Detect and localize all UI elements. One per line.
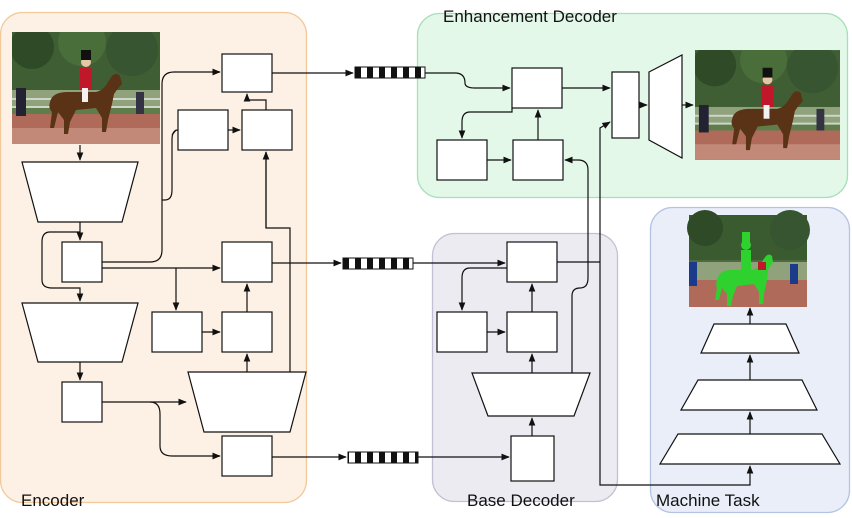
enhancement-concat-block: [611, 71, 640, 139]
enc-quant-hyper: [221, 435, 273, 477]
encoder-analysis-transform-1: [21, 161, 139, 223]
output-image: [695, 50, 840, 160]
enhancement-decoder-label: Enhancement Decoder: [443, 7, 617, 26]
encoder-analysis-transform-2: [21, 302, 139, 363]
enc-ctx-base-b: [221, 311, 273, 353]
connectors: [41, 68, 754, 486]
enc-ctx-enh-b: [241, 109, 293, 151]
enh-dec-c: [512, 139, 564, 181]
enc-latent-2: [61, 381, 103, 423]
enc-latent-1: [61, 241, 103, 283]
enh-dec-b: [436, 139, 488, 181]
enc-ctx-enh-a: [177, 109, 229, 151]
base-dec-c: [506, 311, 558, 353]
encoder-hyper-transform: [187, 371, 307, 433]
base-dec-d: [510, 435, 555, 482]
machine-task-label: Machine Task: [656, 491, 760, 510]
bitstream-base: [342, 257, 414, 270]
base-decoder-label: Base Decoder: [467, 491, 575, 510]
task-head-3: [658, 433, 842, 465]
enhancement-synthesis-transform: [648, 54, 683, 160]
task-head-1: [700, 323, 800, 354]
task-head-2: [679, 379, 818, 411]
segmentation-image: [687, 210, 810, 307]
encoder-label: Encoder: [21, 491, 85, 510]
base-synthesis-transform: [471, 372, 591, 417]
enc-quant-base: [221, 241, 273, 283]
enh-dec-a: [511, 67, 563, 109]
enc-quant-enh: [221, 53, 273, 93]
input-image: [12, 32, 160, 144]
base-dec-a: [506, 241, 558, 283]
bitstream-hyper: [347, 451, 419, 464]
base-decoder-region: [431, 232, 619, 503]
enc-ctx-base-a: [151, 311, 203, 353]
base-dec-b: [436, 311, 488, 353]
bitstream-enhancement: [354, 66, 426, 79]
